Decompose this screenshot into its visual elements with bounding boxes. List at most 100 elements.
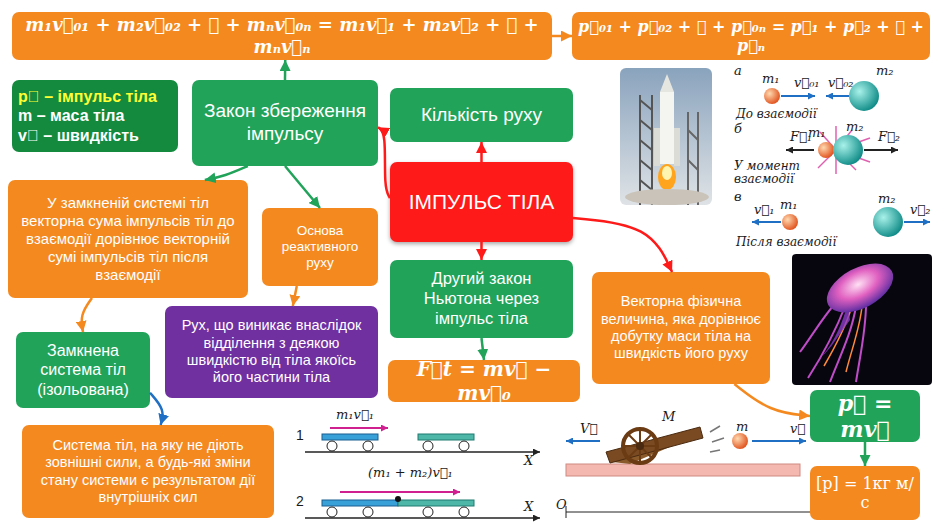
rocket-photo-part bbox=[660, 74, 674, 92]
figure-label: Після взаємодії bbox=[736, 236, 836, 249]
formula-box: [p] = 1кг м/с bbox=[810, 466, 920, 520]
figure-label: X bbox=[524, 500, 533, 514]
cannon-figure-part bbox=[566, 512, 810, 513]
concept-box: У замкненій системі тіл векторна сума ім… bbox=[8, 180, 248, 298]
connector-arrow bbox=[150, 393, 163, 425]
node-text: F⃗t = mv⃗ − mv⃗₀ bbox=[394, 357, 574, 405]
concept-box: Другий закон Ньютона через імпульс тіла bbox=[390, 260, 573, 338]
node-text: Кількість руху bbox=[421, 104, 542, 127]
collision-figure-part bbox=[752, 221, 781, 223]
figure-label: m₁ bbox=[808, 126, 826, 140]
collision-figure-part bbox=[864, 149, 898, 151]
connector-arrow bbox=[864, 442, 867, 466]
carts-figure-part bbox=[459, 507, 469, 517]
collision-figure-part bbox=[904, 221, 930, 223]
rocket-photo-part bbox=[658, 164, 676, 190]
collision-figure bbox=[728, 62, 932, 252]
figure-label: m bbox=[736, 420, 748, 434]
carts-figure-part bbox=[418, 434, 474, 440]
cannon-figure-part bbox=[752, 440, 806, 442]
concept-box: Закон збереження імпульсу bbox=[192, 80, 378, 166]
rocket-photo-part bbox=[654, 128, 660, 166]
figure-label: б bbox=[734, 122, 742, 136]
node-text: m – маса тіла bbox=[18, 106, 124, 125]
figure-label: v⃗₁ bbox=[754, 203, 774, 217]
carts-figure-part bbox=[340, 491, 460, 493]
figure-label: M bbox=[662, 410, 675, 424]
node-text: p⃗ – імпульс тіла bbox=[18, 87, 157, 106]
figure-label: v⃗₂ bbox=[910, 203, 930, 217]
jellyfish-photo-part bbox=[819, 253, 901, 322]
connector-arrow bbox=[552, 35, 572, 38]
formula-box: m₁v⃗₀₁ + m₂v⃗₀₂ + ⋯ + mₙv⃗₀ₙ = m₁v⃗₁ + m… bbox=[12, 12, 552, 60]
carts-figure-part bbox=[423, 441, 433, 451]
figure-label: v⃗₀₁ bbox=[794, 76, 820, 90]
connector-arrow bbox=[573, 218, 672, 272]
figure-label: m₁v⃗₁ bbox=[336, 408, 374, 422]
collision-figure-part bbox=[873, 207, 903, 237]
figure-label: v⃗₀₂ bbox=[828, 76, 854, 90]
connector-arrow bbox=[82, 298, 92, 332]
concept-box: Замкнена система тіл (ізольована) bbox=[16, 332, 150, 408]
figure-label: 1 bbox=[296, 428, 304, 443]
carts-figure-part bbox=[327, 441, 337, 451]
collision-figure-part bbox=[818, 142, 834, 158]
carts-figure-part bbox=[322, 500, 398, 506]
rocket-photo-part bbox=[620, 68, 712, 205]
collision-figure-part bbox=[781, 95, 815, 97]
carts-figure-part bbox=[459, 441, 469, 451]
node-text: p⃗ = mv⃗ bbox=[816, 390, 914, 443]
node-text: Замкнена система тіл (ізольована) bbox=[22, 341, 144, 399]
carts-figure-part bbox=[363, 441, 373, 451]
node-text: У замкненій системі тіл векторна сума ім… bbox=[14, 194, 242, 284]
collision-figure-part bbox=[764, 88, 780, 104]
cannon-figure-part bbox=[566, 440, 600, 442]
figure-label: (m₁ + m₂)v⃗₁ bbox=[368, 466, 453, 480]
connector-arrow bbox=[285, 166, 320, 208]
node-text: Векторна фізична величина, яка дорівнює … bbox=[598, 293, 764, 363]
rocket-photo-part bbox=[660, 92, 674, 164]
connector-arrow bbox=[482, 338, 485, 360]
figure-label: У момент взаємодії bbox=[734, 160, 806, 186]
cannon-figure-part bbox=[636, 442, 644, 450]
node-text: Система тіл, на яку не діють зовнішні си… bbox=[28, 437, 268, 507]
figure-label: v⃗ bbox=[790, 422, 805, 436]
concept-box: Кількість руху bbox=[390, 88, 573, 142]
collision-figure-part bbox=[728, 62, 932, 252]
connector-arrow bbox=[480, 242, 483, 260]
node-text: Закон збереження імпульсу bbox=[198, 100, 372, 146]
node-text: Другий закон Ньютона через імпульс тіла bbox=[396, 269, 567, 328]
figure-label: в bbox=[734, 190, 742, 204]
figure-label: m₂ bbox=[846, 120, 864, 134]
connector-arrow bbox=[205, 166, 248, 180]
figure-label: 2 bbox=[296, 494, 304, 509]
jellyfish-photo-part bbox=[800, 300, 866, 382]
collision-figure-part bbox=[782, 214, 798, 230]
concept-box: Рух, що виникає внаслідок відділення з д… bbox=[165, 306, 378, 398]
formula-box: p⃗₀₁ + p⃗₀₂ + ⋯ + p⃗₀ₙ = p⃗₁ + p⃗₂ + ⋯ +… bbox=[572, 12, 930, 60]
cannon-figure-part bbox=[710, 426, 724, 452]
node-text: p⃗₀₁ + p⃗₀₂ + ⋯ + p⃗₀ₙ = p⃗₁ + p⃗₂ + ⋯ +… bbox=[578, 17, 924, 55]
node-text: m₁v⃗₀₁ + m₂v⃗₀₂ + ⋯ + mₙv⃗₀ₙ = m₁v⃗₁ + m… bbox=[18, 14, 546, 57]
carts-figure-part bbox=[423, 507, 433, 517]
concept-box: Система тіл, на яку не діють зовнішні си… bbox=[22, 425, 274, 518]
cannon-figure-part bbox=[566, 464, 800, 476]
jellyfish-photo-part bbox=[824, 306, 862, 372]
node-text: v⃗ – швидкість bbox=[18, 126, 139, 145]
cannon-figure bbox=[566, 426, 810, 518]
figure-label: До взаємодії bbox=[736, 108, 817, 121]
carts-figure-part bbox=[327, 507, 337, 517]
rocket-photo-part bbox=[640, 95, 652, 205]
carts-figure-part bbox=[322, 434, 378, 440]
figure-label: m₂ bbox=[878, 192, 896, 206]
rocket-photo bbox=[620, 68, 712, 205]
rocket-photo-part bbox=[662, 166, 672, 180]
node-text: Рух, що виникає внаслідок відділення з д… bbox=[171, 317, 372, 387]
carts-figure bbox=[305, 428, 540, 518]
concept-box: Векторна фізична величина, яка дорівнює … bbox=[592, 272, 770, 384]
cannon-figure-part bbox=[732, 433, 748, 449]
connector-arrow bbox=[480, 142, 483, 162]
carts-figure-part bbox=[363, 507, 373, 517]
figure-label: m₂ bbox=[876, 64, 894, 78]
